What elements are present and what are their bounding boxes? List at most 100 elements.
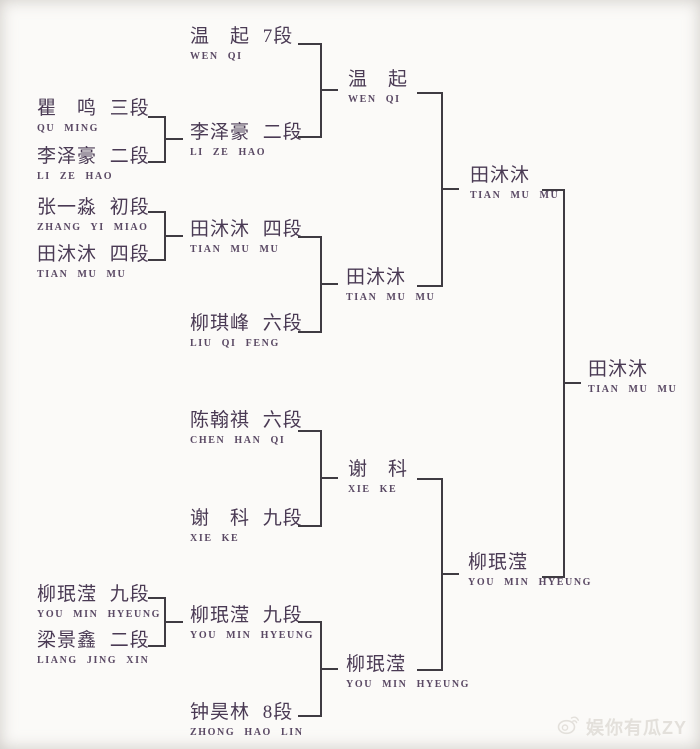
bracket-line [322,668,338,670]
bracket-line [417,478,443,480]
player-romanization: TIAN MU MU [37,269,127,280]
player-name: 柳琪峰 六段 [190,313,303,334]
bracket-line [441,478,443,671]
bracket-line [148,645,166,647]
player-name: 田沐沐 [470,165,531,186]
bracket-line [298,430,322,432]
player-name: 田沐沐 四段 [37,244,150,265]
player-romanization: XIE KE [348,484,398,495]
bracket-line [164,211,166,261]
bracket-line [563,189,565,578]
entry-r2-you-minhyeung: 柳珉滢 九段 YOU MIN HYEUNG [190,606,314,641]
bracket-line [542,576,565,578]
player-name: 谢 科 九段 [190,508,303,529]
bracket-line [417,285,443,287]
bracket-line [322,283,338,285]
player-name: 柳珉滢 九段 [190,605,303,626]
player-romanization: YOU MIN HYEUNG [190,630,315,641]
bracket-line [298,331,322,333]
entry-r1-you-minhyeung: 柳珉滢 九段 YOU MIN HYEUNG [37,585,161,620]
bracket-line [164,597,166,647]
bracket-line [148,259,166,261]
player-name: 温 起 7段 [190,26,294,47]
player-name: 柳珉滢 [346,654,407,675]
bracket-line [166,235,183,237]
bracket-line [148,211,166,213]
player-romanization: TIAN MU MU [190,244,280,255]
player-name: 谢 科 [348,459,409,480]
entry-r1-zhang-yimiao: 张一淼 初段 ZHANG YI MIAO [37,198,150,233]
bracket-line [565,382,581,384]
bracket-line [322,477,338,479]
bracket-line [443,573,459,575]
entry-r2-tian-mumu: 田沐沐 四段 TIAN MU MU [190,220,303,255]
bracket-line [148,161,166,163]
bracket-line [542,189,565,191]
player-romanization: LI ZE HAO [190,147,267,158]
player-romanization: XIE KE [190,533,240,544]
bracket-line [322,89,338,91]
player-name: 梁景鑫 二段 [37,630,150,651]
entry-r2-zhong-haolin: 钟昊林 8段 ZHONG HAO LIN [190,703,304,738]
bracket-line [320,43,322,138]
entry-r1-tian-mumu: 田沐沐 四段 TIAN MU MU [37,245,150,280]
player-name: 田沐沐 四段 [190,219,303,240]
entry-r1-liang-jingxin: 梁景鑫 二段 LIANG JING XIN [37,631,150,666]
player-romanization: WEN QI [348,94,401,105]
entry-champion-tian-mumu: 田沐沐 TIAN MU MU [588,360,677,395]
player-name: 李泽豪 二段 [190,122,303,143]
bracket-line [441,92,443,287]
player-name: 柳珉滢 [468,552,529,573]
player-romanization: QU MING [37,123,100,134]
bracket-line [148,597,166,599]
entry-qf-tian-mumu: 田沐沐 TIAN MU MU [346,268,435,303]
entry-r1-qu-ming: 瞿 鸣 三段 QU MING [37,99,150,134]
player-romanization: LI ZE HAO [37,171,114,182]
bracket-line [298,715,322,717]
player-name: 瞿 鸣 三段 [37,98,150,119]
weibo-logo-icon [556,712,582,741]
bracket-line [320,430,322,527]
bracket-line [417,669,443,671]
bracket-line [298,621,322,623]
bracket-line [164,116,166,163]
entry-r2-liu-qifeng: 柳琪峰 六段 LIU QI FENG [190,314,303,349]
entry-r1-li-zehao: 李泽豪 二段 LI ZE HAO [37,147,150,182]
player-name: 钟昊林 8段 [190,702,294,723]
player-romanization: TIAN MU MU [588,384,678,395]
entry-r2-li-zehao: 李泽豪 二段 LI ZE HAO [190,123,303,158]
entry-sf-you-minhyeung: 柳珉滢 YOU MIN HYEUNG [468,553,592,588]
entry-sf-tian-mumu: 田沐沐 TIAN MU MU [470,166,559,201]
bracket-line [320,621,322,717]
bracket-line [298,136,322,138]
bracket-line [148,116,166,118]
watermark: 娱你有瓜ZY [556,712,687,741]
entry-r2-xie-ke: 谢 科 九段 XIE KE [190,509,303,544]
player-romanization: YOU MIN HYEUNG [468,577,593,588]
bracket-line [443,188,459,190]
player-romanization: WEN QI [190,51,243,62]
player-romanization: ZHANG YI MIAO [37,222,149,233]
bracket-line [298,43,322,45]
watermark-text: 娱你有瓜ZY [586,717,688,738]
player-name: 田沐沐 [346,267,407,288]
bracket-line [320,236,322,333]
player-romanization: LIANG JING XIN [37,655,150,666]
entry-qf-xie-ke: 谢 科 XIE KE [348,460,408,495]
entry-r2-wen-qi: 温 起 7段 WEN QI [190,27,293,62]
player-romanization: LIU QI FENG [190,338,280,349]
bracket-line [166,621,183,623]
player-romanization: YOU MIN HYEUNG [37,609,162,620]
player-name: 温 起 [348,69,409,90]
player-romanization: TIAN MU MU [346,292,436,303]
bracket-line [166,138,183,140]
player-romanization: YOU MIN HYEUNG [346,679,471,690]
entry-qf-you-minhyeung: 柳珉滢 YOU MIN HYEUNG [346,655,470,690]
player-romanization: CHEN HAN QI [190,435,286,446]
player-name: 张一淼 初段 [37,197,150,218]
player-name: 柳珉滢 九段 [37,584,150,605]
entry-qf-wen-qi: 温 起 WEN QI [348,70,408,105]
player-romanization: TIAN MU MU [470,190,560,201]
bracket-line [417,92,443,94]
